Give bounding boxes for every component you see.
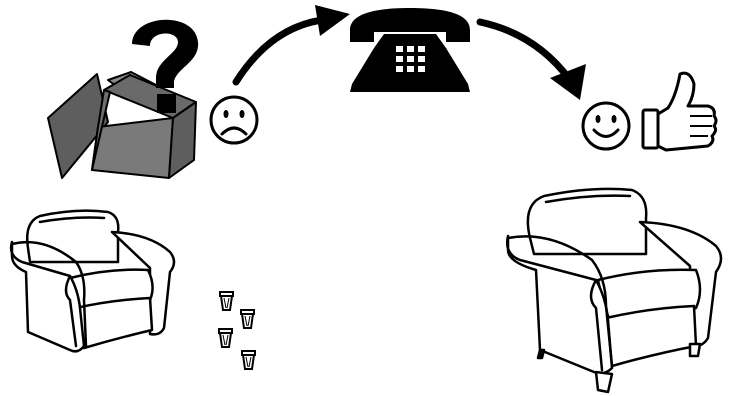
thumbs-up-icon (643, 73, 716, 150)
happy-face-icon (583, 103, 629, 149)
armchair-without-legs (11, 211, 174, 352)
curved-arrow-icon (236, 5, 350, 82)
telephone-icon (350, 8, 470, 92)
loose-furniture-legs (219, 292, 255, 369)
sad-face-icon (211, 97, 257, 143)
armchair-with-legs (507, 189, 721, 392)
curved-arrow-icon (480, 22, 586, 100)
